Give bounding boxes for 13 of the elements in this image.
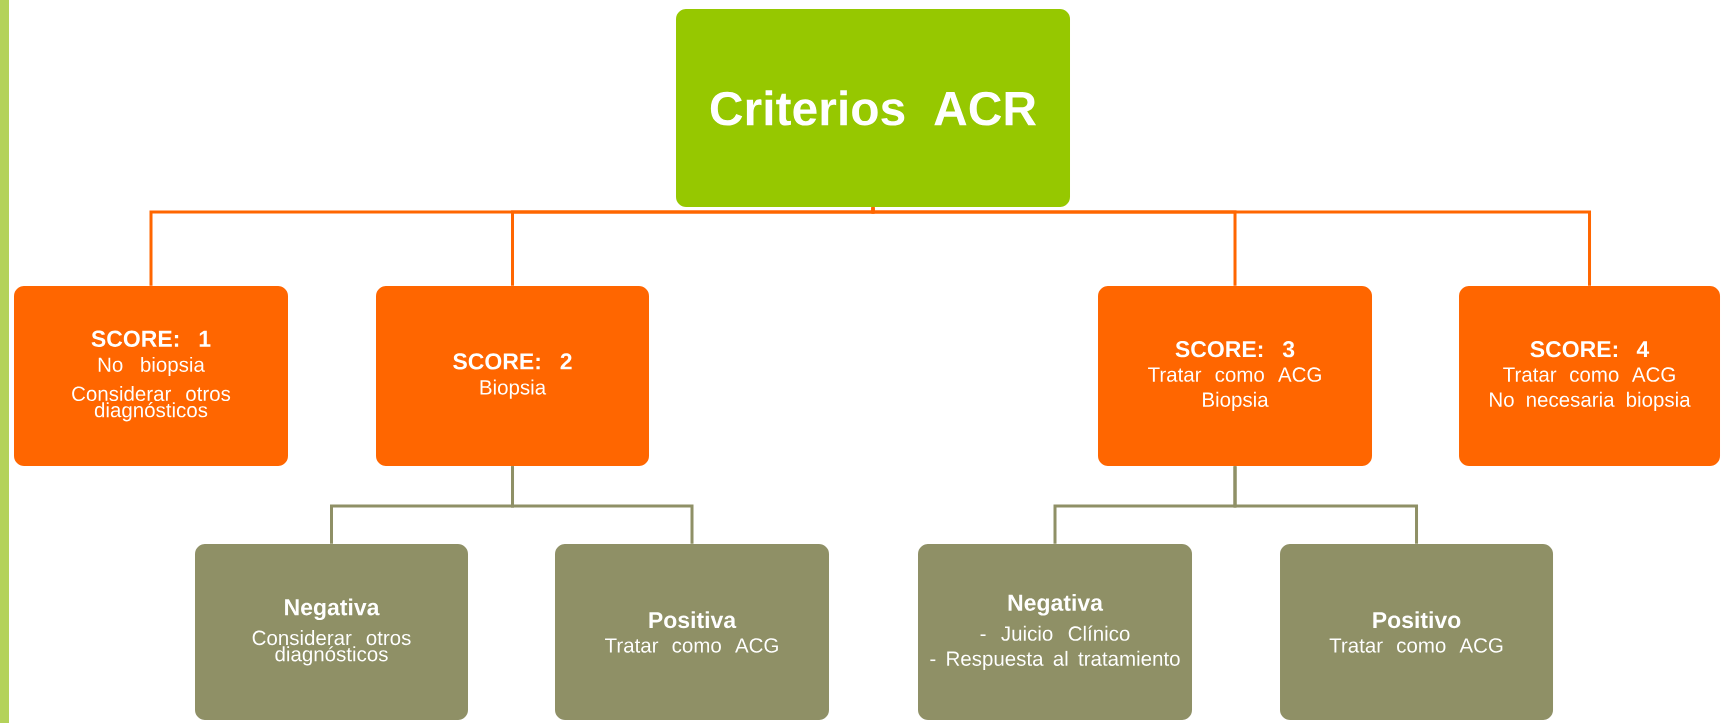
title-box: Criterios ACR xyxy=(676,9,1070,207)
score-box: SCORE: 2 Biopsia xyxy=(376,286,649,466)
connector-line xyxy=(511,466,694,544)
result-box: Positivo Tratar como ACG xyxy=(1280,544,1553,720)
score-box: SCORE: 1 No biopsia Considerar otros diagnósticos xyxy=(14,286,288,466)
result-box: Negativa Considerar otros diagnósticos xyxy=(195,544,468,720)
connector-line xyxy=(1233,466,1418,544)
connector-line xyxy=(871,206,1591,286)
result-box: Positiva Tratar como ACG xyxy=(555,544,829,720)
score-box: SCORE: 3 Tratar como ACG Biopsia xyxy=(1098,286,1372,466)
result-box: Negativa - Juicio Clínico - Respuesta al tratamiento xyxy=(918,544,1192,720)
connector-line xyxy=(511,207,875,286)
score-box: SCORE: 4 Tratar como ACG No necesaria biopsia xyxy=(1459,286,1720,466)
